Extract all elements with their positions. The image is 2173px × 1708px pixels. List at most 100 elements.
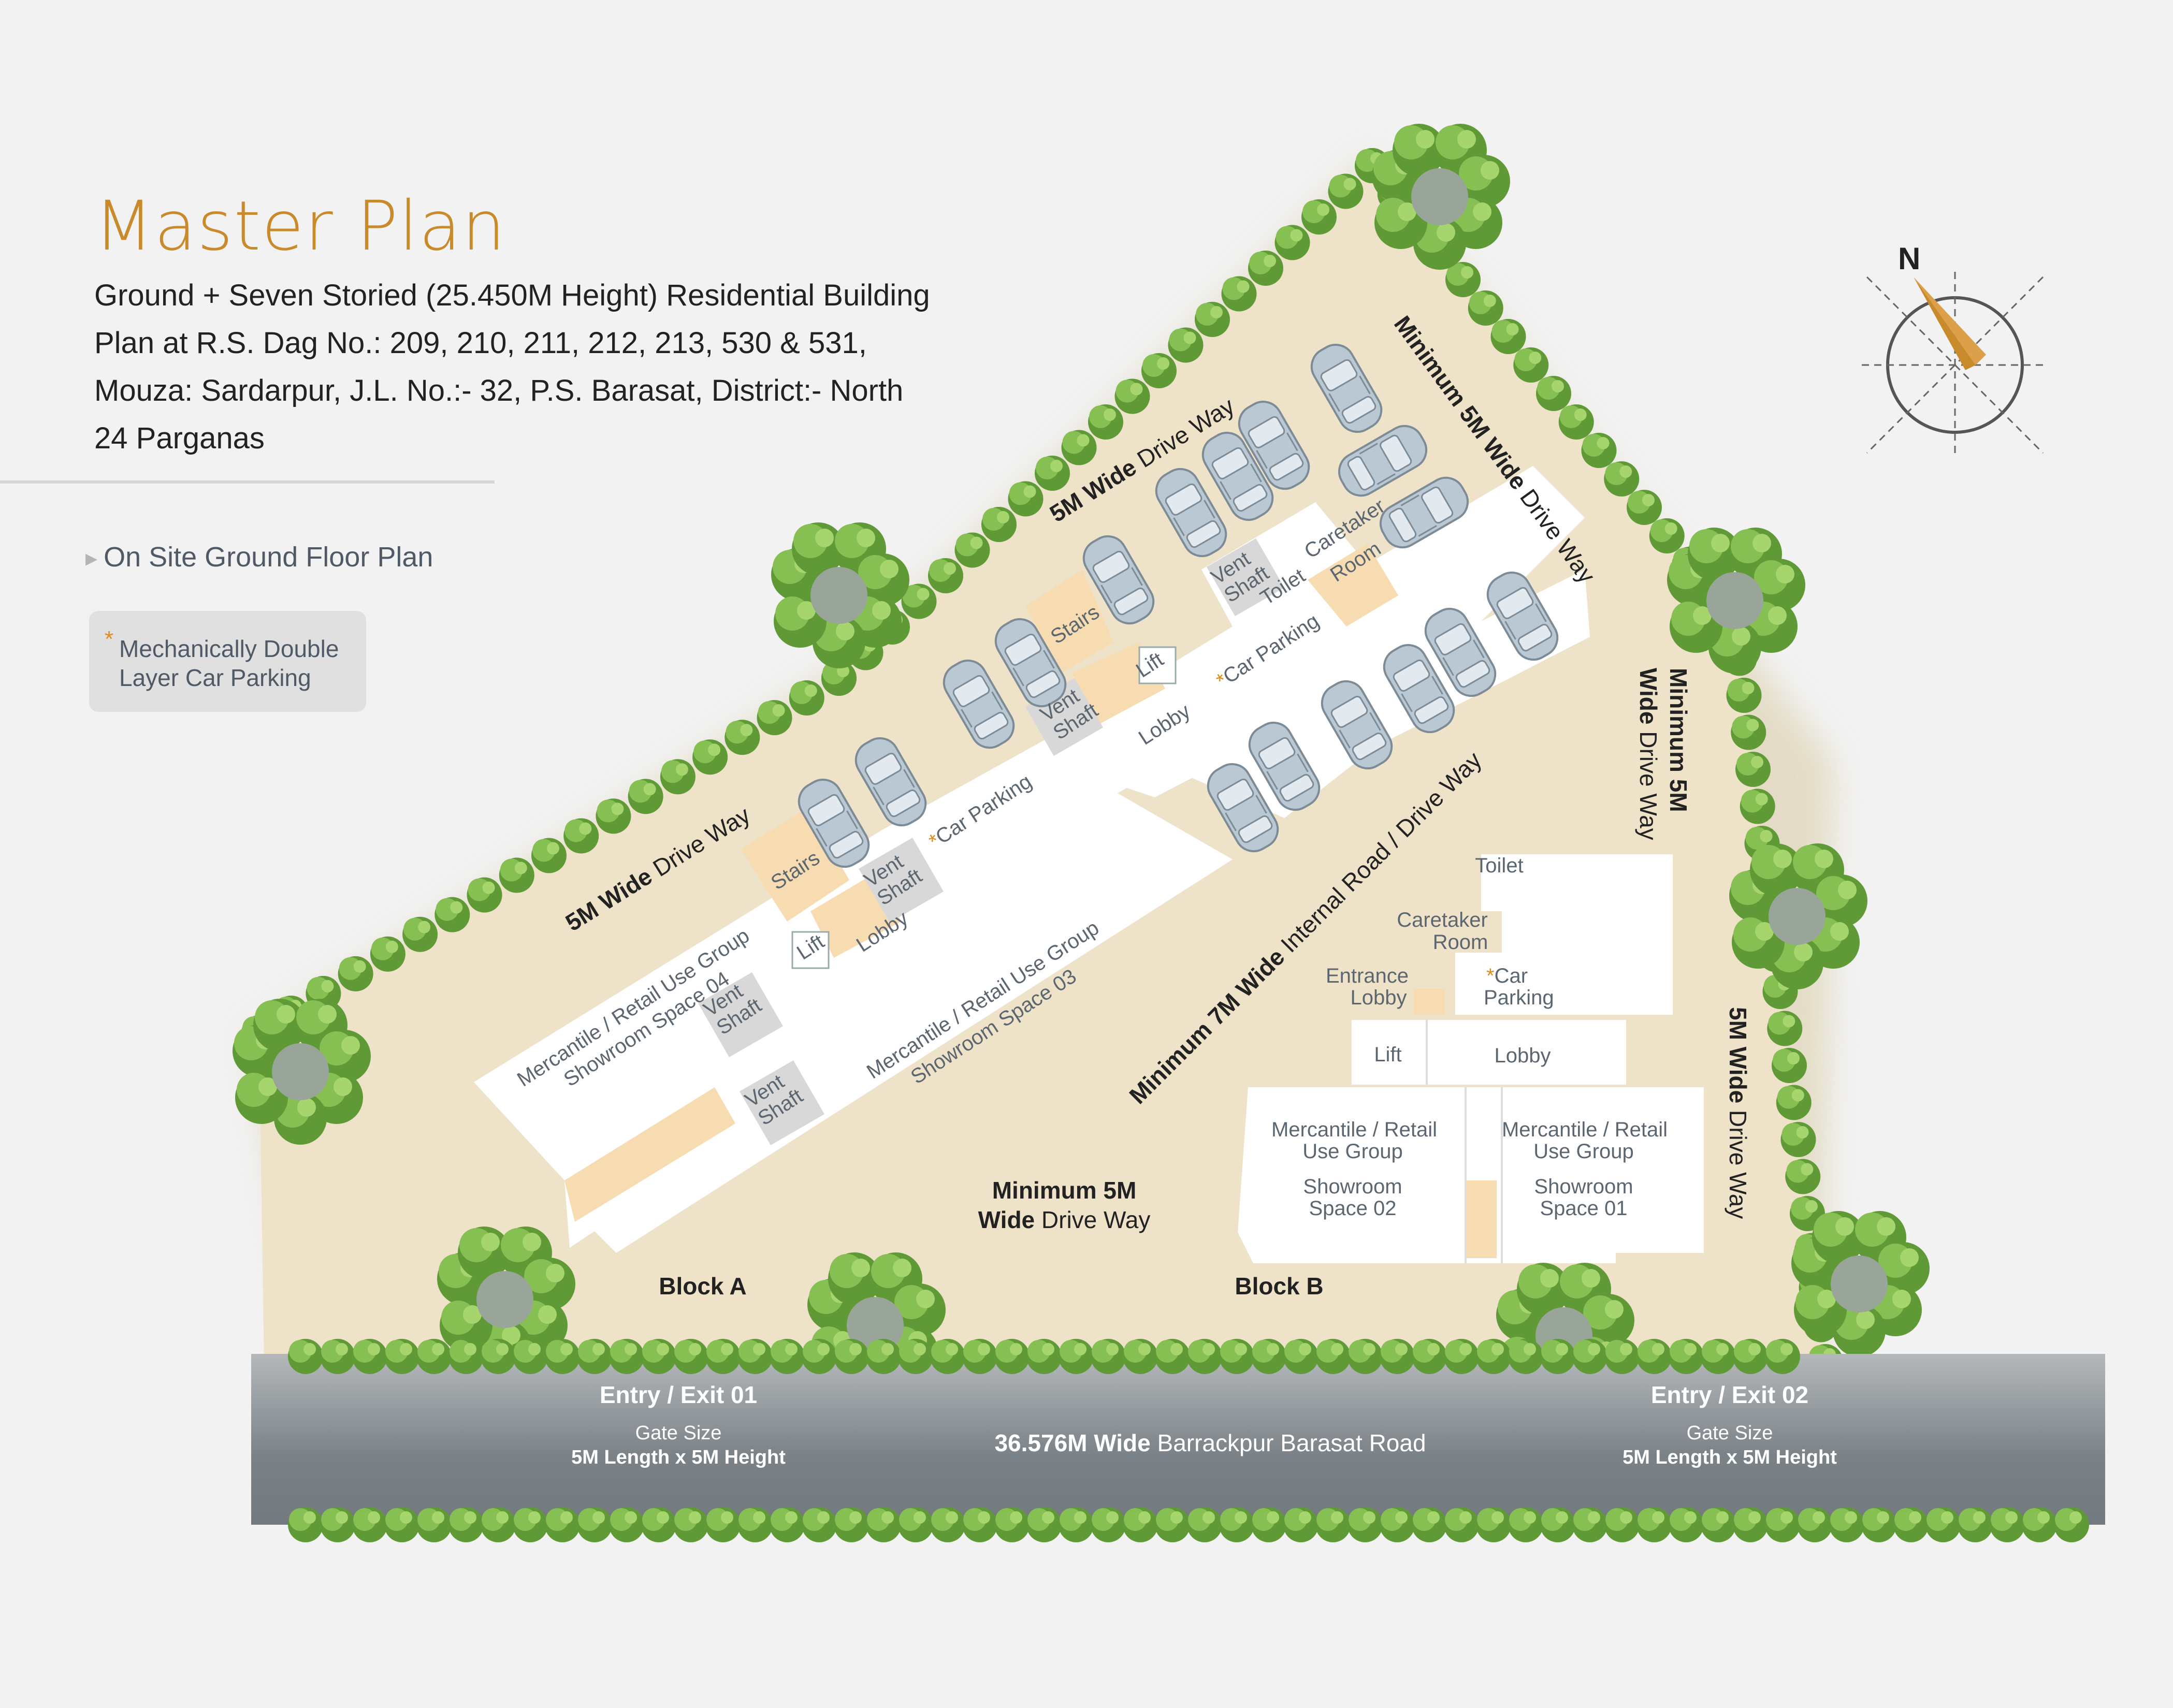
bush bbox=[1035, 456, 1070, 491]
toilet-label-b: Toilet bbox=[1475, 854, 1523, 877]
bush bbox=[338, 956, 373, 991]
bush bbox=[1059, 1507, 1094, 1542]
bush bbox=[434, 897, 470, 932]
bush bbox=[1061, 430, 1097, 465]
bush bbox=[1861, 1507, 1896, 1542]
bush bbox=[1301, 199, 1337, 235]
bush bbox=[898, 1339, 933, 1374]
bush bbox=[1221, 276, 1257, 312]
bush bbox=[513, 1339, 548, 1374]
bush bbox=[705, 1507, 741, 1542]
bush bbox=[1767, 1011, 1803, 1046]
bush bbox=[930, 1339, 965, 1374]
bush bbox=[320, 1507, 355, 1542]
bush bbox=[1168, 327, 1204, 363]
bush bbox=[2022, 1507, 2057, 1542]
driveway-label-south-l1: Minimum 5M bbox=[992, 1177, 1137, 1204]
plan-section-label[interactable]: ▶ On Site Ground Floor Plan bbox=[85, 541, 433, 573]
bush bbox=[802, 1507, 837, 1542]
entry-exit-02-size: 5M Length x 5M Height bbox=[1622, 1447, 1837, 1468]
space01-label-l2: Use Group bbox=[1533, 1140, 1633, 1163]
bush bbox=[1026, 1507, 1062, 1542]
bush bbox=[320, 1339, 355, 1374]
bush bbox=[577, 1507, 612, 1542]
bush bbox=[1785, 1159, 1821, 1194]
bush bbox=[1380, 1507, 1415, 1542]
space02-label-l4: Space 02 bbox=[1309, 1197, 1396, 1220]
bush bbox=[1925, 1507, 1961, 1542]
bush bbox=[1091, 1507, 1126, 1542]
bush bbox=[1468, 290, 1503, 326]
bush bbox=[1572, 1507, 1607, 1542]
entry-exit-01-gate: Gate Size bbox=[635, 1422, 722, 1444]
entry-exit-01-title: Entry / Exit 01 bbox=[600, 1381, 757, 1408]
bush bbox=[1740, 789, 1775, 824]
entry-exit-02-gate: Gate Size bbox=[1687, 1422, 1773, 1444]
bush bbox=[352, 1507, 387, 1542]
bush bbox=[370, 936, 405, 972]
bush bbox=[288, 1507, 323, 1542]
bush bbox=[1315, 1507, 1351, 1542]
bush bbox=[673, 1507, 708, 1542]
bush bbox=[1731, 714, 1766, 750]
bush bbox=[1701, 1507, 1736, 1542]
bush bbox=[499, 857, 534, 893]
bush bbox=[1776, 1085, 1812, 1120]
bush bbox=[1780, 1122, 1816, 1157]
section-label-text: On Site Ground Floor Plan bbox=[104, 542, 433, 573]
bush bbox=[402, 916, 438, 952]
bush bbox=[1669, 1339, 1704, 1374]
bush bbox=[1123, 1339, 1158, 1374]
bush bbox=[1540, 1507, 1575, 1542]
bush bbox=[577, 1339, 612, 1374]
bush bbox=[1636, 1507, 1672, 1542]
bush bbox=[513, 1507, 548, 1542]
caretaker-label-b-l1: Caretaker bbox=[1397, 909, 1488, 931]
bush bbox=[1604, 1339, 1640, 1374]
bush bbox=[1091, 1339, 1126, 1374]
bush bbox=[1008, 481, 1044, 517]
bush bbox=[1059, 1339, 1094, 1374]
bush bbox=[1581, 433, 1617, 468]
bush bbox=[467, 877, 502, 913]
bush bbox=[1636, 1339, 1672, 1374]
bush bbox=[1701, 1339, 1736, 1374]
bush bbox=[898, 1507, 933, 1542]
bush bbox=[1141, 353, 1177, 388]
bush bbox=[1187, 1339, 1222, 1374]
road-labels: Entry / Exit 01 Gate Size 5M Length x 5M… bbox=[571, 1381, 1837, 1468]
bush bbox=[416, 1339, 452, 1374]
lobby-label-b: Lobby bbox=[1495, 1044, 1551, 1067]
bush bbox=[1990, 1507, 2025, 1542]
bush bbox=[1444, 1507, 1479, 1542]
bush bbox=[384, 1507, 419, 1542]
space01-label-l3: Showroom bbox=[1534, 1175, 1633, 1198]
bush bbox=[609, 1339, 644, 1374]
bush bbox=[1315, 1339, 1351, 1374]
caretaker-label-b-l2: Room bbox=[1433, 931, 1488, 954]
bush bbox=[994, 1339, 1030, 1374]
block-b-label: Block B bbox=[1235, 1273, 1323, 1300]
entrance-lobby-label-l2: Lobby bbox=[1351, 986, 1407, 1009]
triangle-right-icon: ▶ bbox=[85, 550, 98, 568]
bush bbox=[1274, 225, 1310, 260]
bush bbox=[673, 1339, 708, 1374]
svg-text:Minimum 5M: Minimum 5M bbox=[1665, 668, 1692, 812]
bush bbox=[1958, 1507, 1993, 1542]
bush bbox=[1765, 1507, 1800, 1542]
bush bbox=[1380, 1339, 1415, 1374]
bush bbox=[1187, 1507, 1222, 1542]
tree bbox=[1372, 124, 1510, 270]
bush bbox=[628, 779, 663, 814]
tree bbox=[437, 1227, 575, 1373]
entry-exit-02-title: Entry / Exit 02 bbox=[1651, 1381, 1808, 1408]
bush bbox=[1765, 1339, 1800, 1374]
bush bbox=[481, 1507, 516, 1542]
bush bbox=[1026, 1339, 1062, 1374]
bush bbox=[352, 1339, 387, 1374]
header-divider bbox=[0, 480, 495, 484]
bush bbox=[1219, 1507, 1254, 1542]
driveway-label-east: Minimum 5M Wide Drive Way bbox=[1635, 668, 1692, 840]
svg-text:Wide Drive Way: Wide Drive Way bbox=[1635, 668, 1662, 840]
